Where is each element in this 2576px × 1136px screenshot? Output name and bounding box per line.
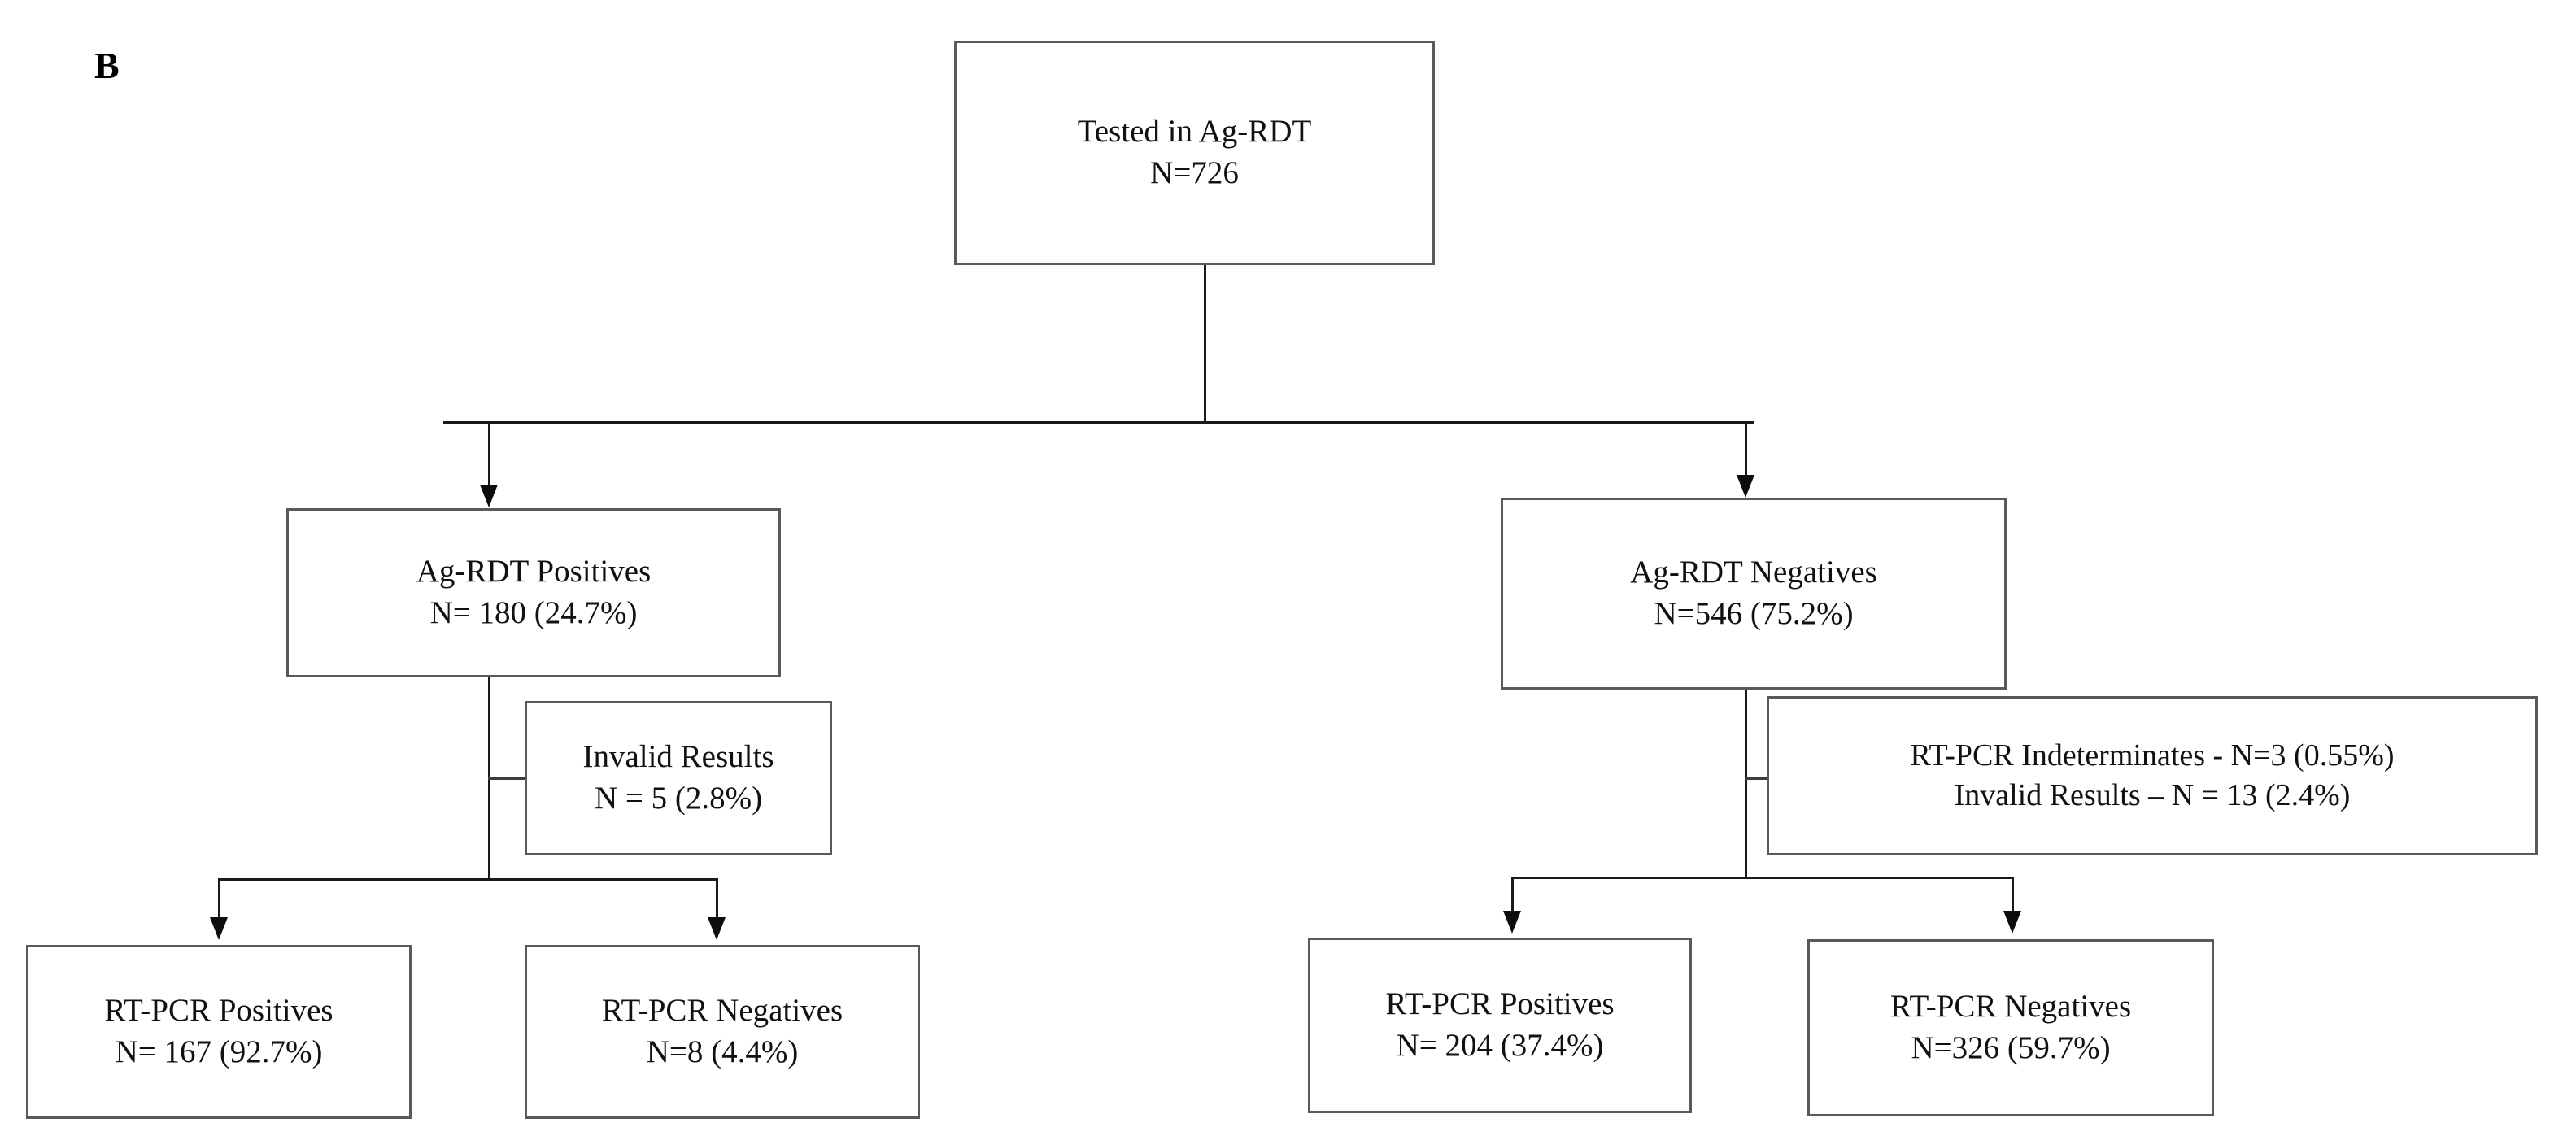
arrowhead-to-agrdt-negatives xyxy=(1737,475,1754,498)
node-rt-pcr-indeterminates-right: RT-PCR Indeterminates - N=3 (0.55%) Inva… xyxy=(1767,696,2538,855)
node-title: Ag-RDT Negatives xyxy=(1630,555,1877,590)
node-tested-in-ag-rdt: Tested in Ag-RDT N=726 xyxy=(954,41,1435,265)
node-title: RT-PCR Positives xyxy=(104,993,333,1029)
node-rt-pcr-negatives-left: RT-PCR Negatives N=8 (4.4%) xyxy=(525,945,920,1119)
connector-tested-split-bar xyxy=(443,421,1754,424)
node-rt-pcr-positives-left: RT-PCR Positives N= 167 (92.7%) xyxy=(26,945,412,1119)
connector-to-rtpcr-negatives-left xyxy=(716,878,718,921)
connector-to-rtpcr-negatives-right xyxy=(2012,877,2014,914)
arrowhead-to-agrdt-positives xyxy=(480,485,498,507)
connector-agrdt-negatives-spine xyxy=(1745,690,1747,878)
connector-to-indeterminates-right xyxy=(1745,777,1771,780)
connector-left-split-bar xyxy=(218,878,718,881)
node-invalid-results-left: Invalid Results N = 5 (2.8%) xyxy=(525,701,832,855)
arrowhead-to-rtpcr-positives-right xyxy=(1503,911,1521,934)
node-title: RT-PCR Negatives xyxy=(601,993,843,1029)
connector-to-invalid-results-left xyxy=(488,777,527,780)
arrowhead-to-rtpcr-negatives-right xyxy=(2003,911,2021,934)
node-ag-rdt-negatives: Ag-RDT Negatives N=546 (75.2%) xyxy=(1501,498,2007,690)
node-count: N=326 (59.7%) xyxy=(1911,1030,2111,1065)
node-count: N=8 (4.4%) xyxy=(646,1034,799,1069)
node-rt-pcr-negatives-right: RT-PCR Negatives N=326 (59.7%) xyxy=(1807,939,2214,1116)
node-count: N= 204 (37.4%) xyxy=(1396,1028,1604,1063)
node-title: Tested in Ag-RDT xyxy=(1077,114,1312,150)
arrowhead-to-rtpcr-negatives-left xyxy=(708,917,726,940)
node-count: N=726 xyxy=(1150,155,1239,190)
connector-right-split-bar xyxy=(1511,877,2014,879)
node-title: Invalid Results xyxy=(582,739,774,775)
connector-to-rtpcr-positives-left xyxy=(218,878,220,921)
panel-label-b: B xyxy=(94,45,120,86)
node-title: Ag-RDT Positives xyxy=(416,554,652,590)
node-rt-pcr-positives-right: RT-PCR Positives N= 204 (37.4%) xyxy=(1308,938,1692,1113)
node-ag-rdt-positives: Ag-RDT Positives N= 180 (24.7%) xyxy=(286,508,781,677)
connector-to-agrdt-negatives xyxy=(1745,421,1747,478)
node-title: RT-PCR Positives xyxy=(1385,986,1615,1022)
connector-to-agrdt-positives xyxy=(488,421,490,488)
node-count: N=546 (75.2%) xyxy=(1654,596,1854,631)
node-count: N = 5 (2.8%) xyxy=(594,781,763,816)
node-title: RT-PCR Negatives xyxy=(1890,989,2132,1025)
connector-tested-trunk xyxy=(1204,265,1206,423)
node-indeterminates-line: RT-PCR Indeterminates - N=3 (0.55%) xyxy=(1910,738,2395,773)
node-count: N= 180 (24.7%) xyxy=(429,595,638,630)
node-invalid-line: Invalid Results – N = 13 (2.4%) xyxy=(1954,778,2351,812)
node-count: N= 167 (92.7%) xyxy=(115,1034,323,1069)
connector-to-rtpcr-positives-right xyxy=(1511,877,1514,914)
arrowhead-to-rtpcr-positives-left xyxy=(210,917,228,940)
